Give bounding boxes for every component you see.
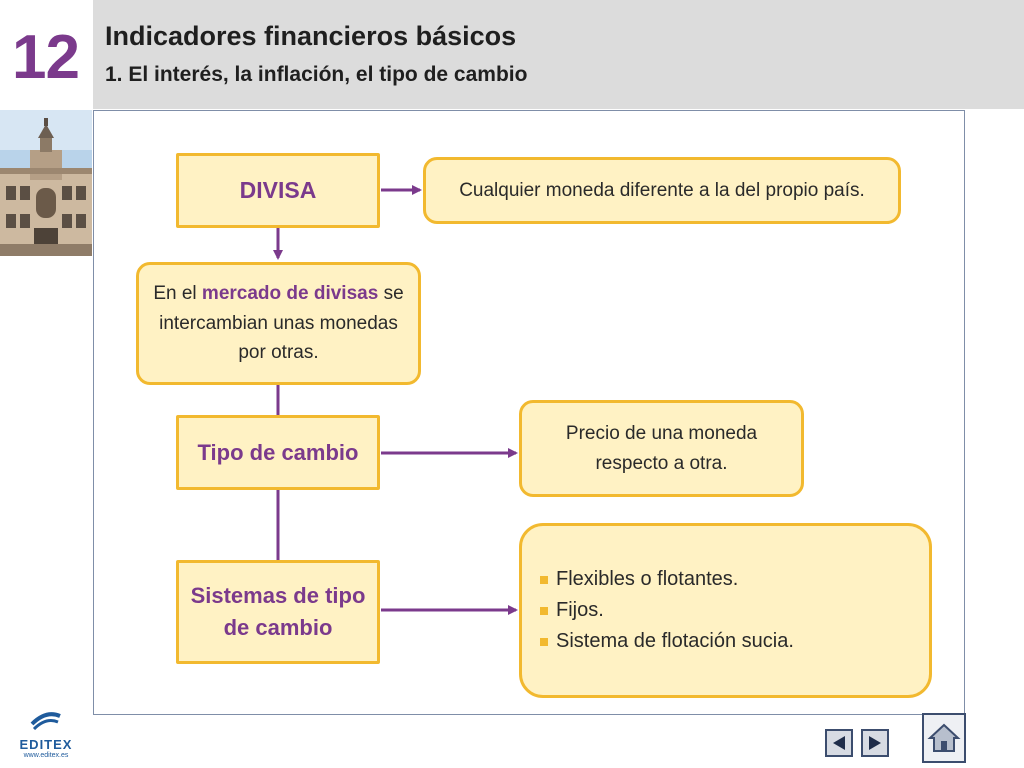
left-triangle-icon bbox=[833, 736, 845, 750]
next-slide-button[interactable] bbox=[861, 729, 889, 757]
sistemas-label: Sistemas de tipo de cambio bbox=[190, 583, 366, 640]
building-illustration bbox=[0, 110, 92, 256]
page-title: Indicadores financieros básicos bbox=[105, 21, 517, 51]
tipo-cambio-definition-box: Precio de una moneda respecto a otra. bbox=[519, 400, 804, 497]
editex-logo-icon bbox=[30, 712, 61, 731]
sistemas-list: Flexibles o flotantes. Fijos. Sistema de… bbox=[540, 564, 794, 657]
sistemas-box: Sistemas de tipo de cambio bbox=[176, 560, 380, 664]
page-subtitle: 1. El interés, la inflación, el tipo de … bbox=[105, 63, 528, 86]
mercado-highlight: mercado de divisas bbox=[201, 283, 379, 305]
list-item: Flexibles o flotantes. bbox=[540, 564, 794, 595]
divisa-box: DIVISA bbox=[176, 153, 380, 228]
bullet-square-icon bbox=[540, 606, 548, 615]
mercado-text-after: se intercambian unas monedas por otras. bbox=[159, 283, 404, 364]
divisa-label: DIVISA bbox=[239, 177, 317, 203]
mercado-text-before: En el bbox=[153, 283, 202, 305]
mercado-text: En el mercado de divisas se intercambian… bbox=[151, 279, 406, 367]
tipo-cambio-definition: Precio de una moneda respecto a otra. bbox=[565, 423, 758, 474]
home-button[interactable] bbox=[922, 713, 966, 763]
logo-url: www.editex.es bbox=[23, 752, 69, 759]
tipo-cambio-box: Tipo de cambio bbox=[176, 415, 380, 490]
divisa-definition: Cualquier moneda diferente a la del prop… bbox=[459, 179, 865, 201]
header-bar bbox=[93, 0, 1024, 109]
chapter-number: 12 bbox=[12, 23, 80, 92]
bullet-square-icon bbox=[540, 637, 548, 646]
previous-slide-button[interactable] bbox=[825, 729, 853, 757]
editex-logo: EDITEX www.editex.es bbox=[16, 710, 76, 762]
home-icon bbox=[927, 723, 961, 752]
divisa-definition-box: Cualquier moneda diferente a la del prop… bbox=[423, 157, 901, 224]
list-item-text: Fijos. bbox=[556, 599, 604, 621]
tipo-cambio-label: Tipo de cambio bbox=[197, 439, 359, 465]
bullet-square-icon bbox=[540, 575, 548, 584]
logo-word: EDITEX bbox=[19, 737, 73, 752]
mercado-box: En el mercado de divisas se intercambian… bbox=[136, 262, 421, 385]
list-item-text: Sistema de flotación sucia. bbox=[556, 630, 794, 652]
list-item: Sistema de flotación sucia. bbox=[540, 626, 794, 657]
sistemas-list-box: Flexibles o flotantes. Fijos. Sistema de… bbox=[519, 523, 932, 698]
list-item: Fijos. bbox=[540, 595, 794, 626]
list-item-text: Flexibles o flotantes. bbox=[556, 568, 739, 590]
right-triangle-icon bbox=[869, 736, 881, 750]
